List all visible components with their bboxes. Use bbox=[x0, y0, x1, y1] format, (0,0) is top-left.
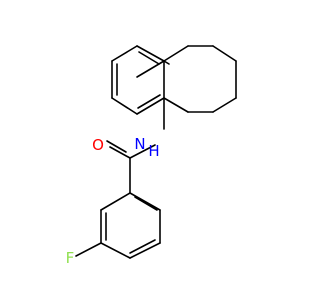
bond bbox=[111, 97, 138, 115]
bond bbox=[212, 45, 237, 62]
atom-labels: O N H F bbox=[66, 135, 160, 267]
bond bbox=[100, 242, 131, 259]
bond bbox=[163, 97, 189, 113]
hydrogen-atom-label: H bbox=[148, 142, 159, 160]
bond bbox=[129, 242, 161, 259]
bond bbox=[136, 97, 165, 115]
bond bbox=[75, 242, 102, 257]
bond bbox=[163, 60, 170, 65]
bond bbox=[134, 196, 158, 211]
bonds bbox=[75, 45, 237, 259]
bond bbox=[163, 45, 189, 62]
bond bbox=[111, 45, 138, 62]
bond bbox=[129, 144, 156, 159]
bond bbox=[106, 140, 127, 153]
bond bbox=[136, 45, 165, 62]
nitrogen-atom-label: N bbox=[134, 135, 145, 153]
oxygen-atom-label: O bbox=[92, 136, 104, 154]
structure-canvas: O N H F bbox=[66, 45, 237, 267]
bond bbox=[109, 146, 131, 159]
bond bbox=[212, 97, 237, 113]
bond bbox=[137, 94, 161, 109]
bond bbox=[136, 60, 165, 78]
bond bbox=[100, 192, 131, 211]
bond bbox=[129, 192, 161, 211]
fluorine-atom-label: F bbox=[66, 249, 75, 267]
bond bbox=[129, 239, 156, 254]
bond bbox=[138, 51, 160, 65]
molecule-structure: O N H F bbox=[66, 45, 237, 267]
